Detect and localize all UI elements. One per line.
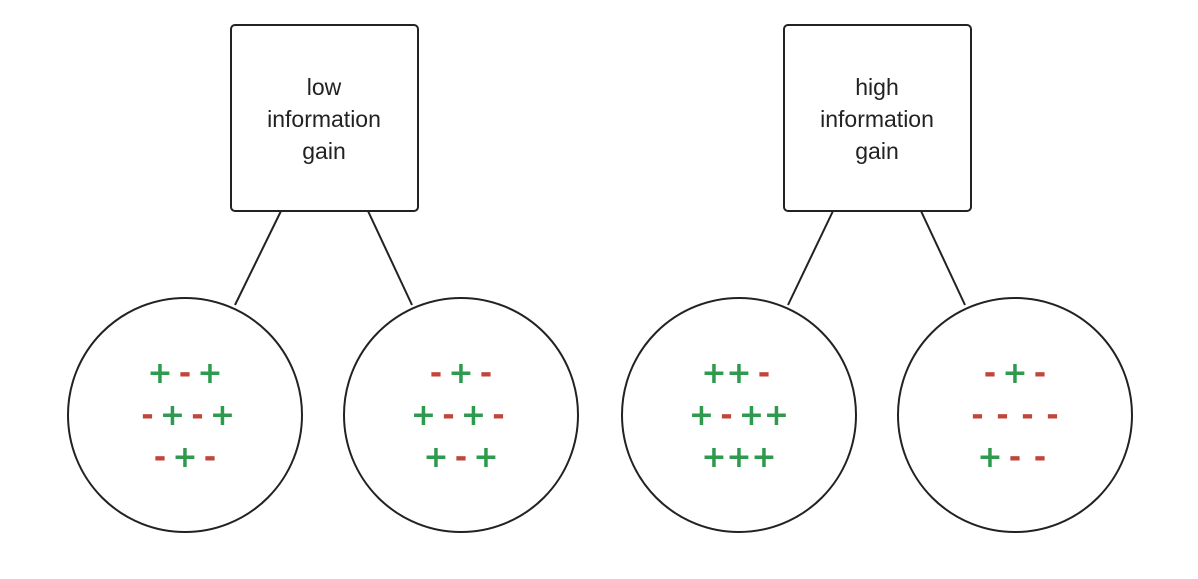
tree-low-information-gain: low information gain +-+-+-+-+- -+-+-+-+…	[67, 24, 579, 533]
plus-sign: +	[726, 356, 751, 391]
split-node-label-line-3: gain	[855, 138, 898, 164]
leaf-right-signs: -+-+-+-+-+	[411, 356, 505, 475]
minus-sign: -	[996, 398, 1008, 433]
split-node-label-line-2: information	[267, 106, 381, 132]
plus-sign: +	[473, 440, 498, 475]
minus-sign: -	[720, 398, 732, 433]
split-node-box	[230, 24, 419, 212]
leaf-node-left	[621, 297, 857, 533]
minus-sign: -	[204, 440, 216, 475]
minus-sign: -	[1021, 398, 1033, 433]
minus-sign: -	[154, 440, 166, 475]
minus-sign: -	[1034, 440, 1046, 475]
plus-sign: +	[197, 356, 222, 391]
leaf-node-left	[67, 297, 303, 533]
plus-sign: +	[701, 440, 726, 475]
minus-sign: -	[1034, 356, 1046, 391]
plus-sign: +	[411, 398, 436, 433]
plus-sign: +	[210, 398, 235, 433]
plus-sign: +	[751, 440, 776, 475]
minus-sign: -	[971, 398, 983, 433]
split-node-label-line-3: gain	[302, 138, 345, 164]
minus-sign: -	[758, 356, 770, 391]
plus-sign: +	[739, 398, 764, 433]
minus-sign: -	[430, 356, 442, 391]
minus-sign: -	[480, 356, 492, 391]
plus-sign: +	[726, 440, 751, 475]
plus-sign: +	[461, 398, 486, 433]
minus-sign: -	[984, 356, 996, 391]
edge-left	[234, 210, 282, 306]
plus-sign: +	[764, 398, 789, 433]
minus-sign: -	[492, 398, 504, 433]
plus-sign: +	[1002, 356, 1027, 391]
minus-sign: -	[191, 398, 203, 433]
plus-sign: +	[160, 398, 185, 433]
minus-sign: -	[455, 440, 467, 475]
edge-right	[367, 210, 413, 306]
leaf-node-right	[897, 297, 1133, 533]
leaf-left-signs: +-+-+-+-+-	[141, 356, 235, 475]
leaf-right-signs: -+-----+--	[971, 356, 1058, 475]
split-node-box	[783, 24, 972, 212]
split-node-label-line-1: high	[855, 74, 898, 100]
leaf-left-signs: ++-+-+++++	[689, 356, 789, 475]
minus-sign: -	[1046, 398, 1058, 433]
plus-sign: +	[977, 440, 1002, 475]
edge-right	[920, 210, 966, 306]
minus-sign: -	[179, 356, 191, 391]
tree-high-information-gain: high information gain ++-+-+++++ -+-----…	[621, 24, 1133, 533]
split-node-label-line-2: information	[820, 106, 934, 132]
minus-sign: -	[141, 398, 153, 433]
plus-sign: +	[423, 440, 448, 475]
plus-sign: +	[689, 398, 714, 433]
plus-sign: +	[701, 356, 726, 391]
plus-sign: +	[172, 440, 197, 475]
minus-sign: -	[442, 398, 454, 433]
plus-sign: +	[448, 356, 473, 391]
split-node-label-line-1: low	[307, 74, 342, 100]
minus-sign: -	[1009, 440, 1021, 475]
plus-sign: +	[147, 356, 172, 391]
leaf-node-right	[343, 297, 579, 533]
edge-left	[787, 210, 834, 306]
